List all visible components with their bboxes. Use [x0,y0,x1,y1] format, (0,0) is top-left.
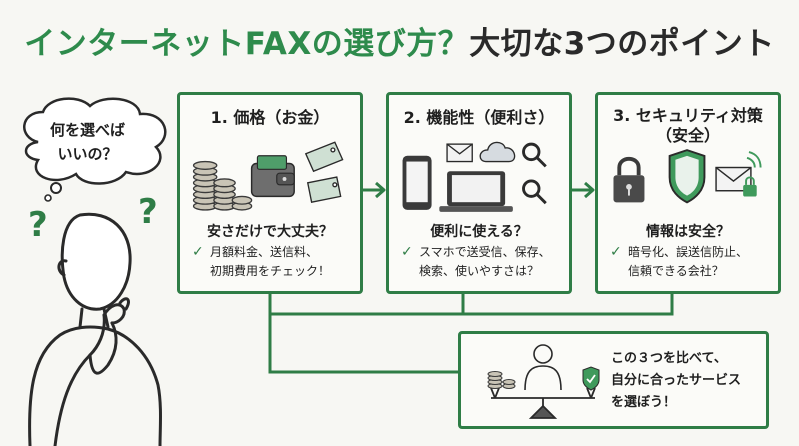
summary-line-3: を選ぼう！ [611,395,677,410]
cloud-icon [479,141,516,163]
question-mark-right: ? [138,192,158,232]
functionality-icons [402,141,547,212]
magnifier-icon [522,142,547,205]
page-title: インターネットFAXの選び方？大切な3つのポイント [0,18,799,63]
check-line-1: 月額料金、送信料、 [210,245,319,259]
card-question: 安さだけで大丈夫？ [207,224,333,240]
check-icon: ✓ [192,244,204,260]
card-price: 1. 価格（お金） 安さだけで大丈夫？ ✓ 月額料金、送信料、 初期費用をチェッ… [177,92,363,294]
person-icon [524,344,562,391]
bubble-line-2: いいの？ [57,145,118,163]
thought-bubble [23,97,167,202]
envelope-icon [446,143,473,163]
check-line-1: スマホで送受信、保存、 [419,245,551,259]
summary-line-1: この３つを比べて、 [611,351,727,366]
wallet-icon [250,155,295,198]
check-icon: ✓ [401,244,413,260]
thought-bubble-text: 何を選べば いいの？ [40,118,135,166]
smartphone-icon [402,155,432,210]
card-security: 3. セキュリティ対策 （安全） 情報は安全？ ✓ 暗号化、誤送信防止、 信頼で… [595,92,781,294]
check-line-1: 暗号化、誤送信防止、 [628,245,749,259]
shield-icon [668,149,706,204]
laptop-icon [439,171,513,212]
security-icons [613,149,762,204]
check-line-2: 信頼できる会社？ [628,264,724,278]
secure-mail-icon [715,151,762,197]
summary-box: この３つを比べて、 自分に合ったサービス を選ぼう！ [458,331,769,429]
title-green-part: インターネットFAXの選び方？ [24,26,470,62]
price-tag-icon [304,141,344,203]
card-subtitle: （安全） [655,126,720,145]
price-icons [192,141,344,211]
connector-lines [268,292,674,374]
card-checkpoint: ✓ 月額料金、送信料、 初期費用をチェック！ [192,243,362,281]
card-checkpoint: ✓ 暗号化、誤送信防止、 信頼できる会社？ [610,243,780,281]
summary-message: この３つを比べて、 自分に合ったサービス を選ぼう！ [611,348,761,414]
card-title: 2. 機能性（便利さ） [403,108,555,127]
check-line-2: 検索、使いやすさは？ [419,264,540,278]
check-line-2: 初期費用をチェック！ [210,264,331,278]
card-question: 情報は安全？ [646,224,730,240]
card-title: 3. セキュリティ対策 [613,106,763,125]
question-mark-left: ? [28,205,48,245]
card-functionality: 2. 機能性（便利さ） 便利に使える？ ✓ スマホで送受信、保存、 検索、使いや… [386,92,572,294]
card-title: 1. 価格（お金） [210,108,330,127]
summary-line-2: 自分に合ったサービス [611,373,742,388]
card-question: 便利に使える？ [430,224,528,240]
balance-scale-icon [490,387,596,419]
thinking-person-illustration [28,212,162,446]
bubble-line-1: 何を選べば [49,121,125,139]
arrow-card1-to-card2 [363,181,386,199]
coin-stack-icon [487,371,516,389]
small-shield-icon [582,366,600,391]
card-checkpoint: ✓ スマホで送受信、保存、 検索、使いやすさは？ [401,243,571,281]
coins-icon [192,160,253,211]
arrow-card2-to-card3 [572,181,595,199]
padlock-icon [613,156,645,203]
summary-illustration [487,344,600,419]
title-dark-part: 大切な3つのポイント [469,26,775,62]
check-icon: ✓ [610,244,622,260]
